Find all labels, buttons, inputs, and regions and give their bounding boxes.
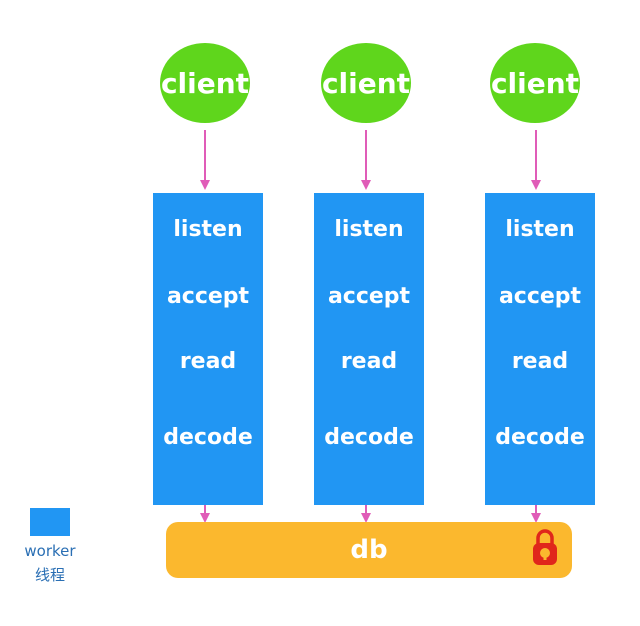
worker-thread-column: listen accept read decode	[314, 193, 424, 505]
step-read: read	[179, 349, 237, 374]
step-read: read	[511, 349, 569, 374]
legend-worker-swatch	[30, 508, 70, 536]
worker-thread-column: listen accept read decode	[153, 193, 263, 505]
step-listen: listen	[334, 217, 404, 242]
legend-worker-label: worker	[24, 542, 76, 560]
step-decode: decode	[495, 425, 585, 450]
db-bar: db	[166, 522, 572, 578]
client-node: client	[321, 43, 411, 123]
lock-icon	[533, 529, 557, 565]
step-decode: decode	[163, 425, 253, 450]
step-listen: listen	[173, 217, 243, 242]
step-decode: decode	[324, 425, 414, 450]
step-accept: accept	[498, 284, 582, 309]
client-node: client	[160, 43, 250, 123]
worker-thread-column: listen accept read decode	[485, 193, 595, 505]
step-listen: listen	[505, 217, 575, 242]
db-label: db	[350, 535, 388, 565]
step-accept: accept	[166, 284, 250, 309]
step-read: read	[340, 349, 398, 374]
step-accept: accept	[327, 284, 411, 309]
client-node: client	[490, 43, 580, 123]
legend-thread-label: 线程	[34, 566, 65, 584]
